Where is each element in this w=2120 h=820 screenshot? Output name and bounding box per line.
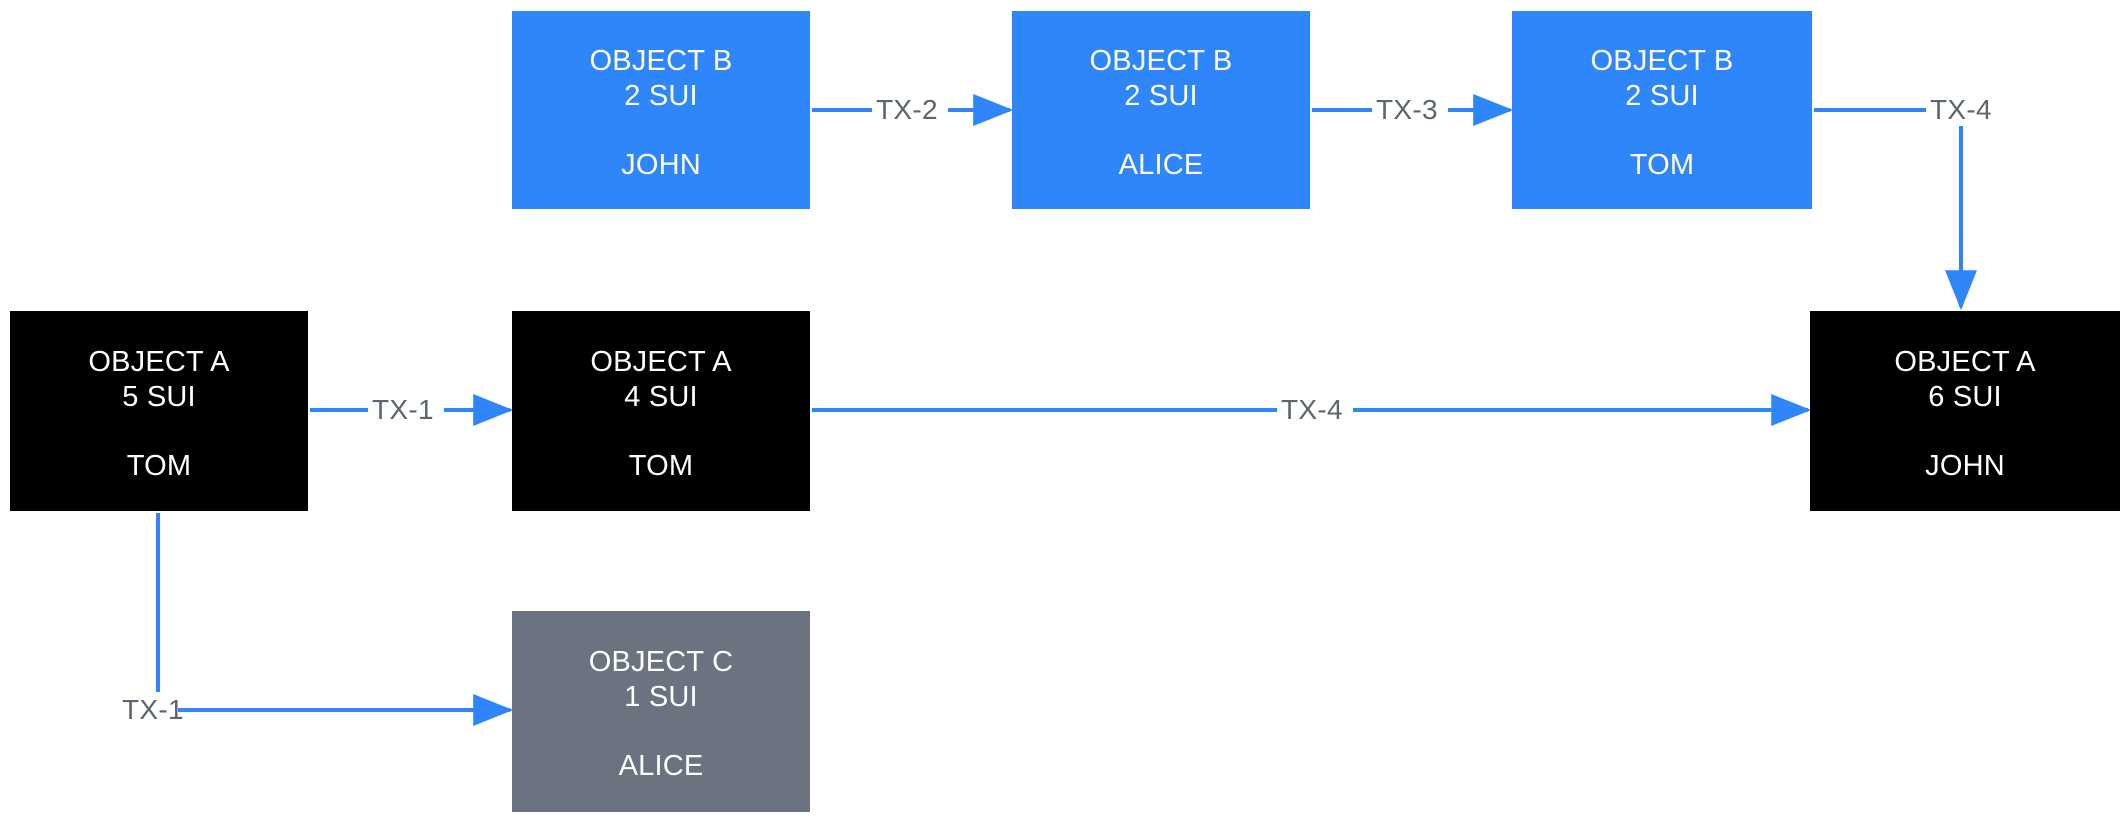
node-object-c-alice[interactable]: OBJECT C 1 SUI ALICE xyxy=(512,611,810,812)
node-amount-label: 4 SUI xyxy=(624,381,698,413)
node-owner-label: ALICE xyxy=(618,750,704,782)
node-object-label: OBJECT B xyxy=(589,45,733,77)
node-amount-label: 2 SUI xyxy=(624,80,698,112)
node-amount-label: 5 SUI xyxy=(122,381,196,413)
node-object-a-tom-5[interactable]: OBJECT A 5 SUI TOM xyxy=(10,311,308,511)
node-object-label: OBJECT A xyxy=(1894,346,2036,378)
node-amount-label: 6 SUI xyxy=(1928,381,2002,413)
node-amount-label: 2 SUI xyxy=(1124,80,1198,112)
node-owner-label: JOHN xyxy=(621,149,701,181)
node-object-b-alice[interactable]: OBJECT B 2 SUI ALICE xyxy=(1012,11,1310,209)
node-object-label: OBJECT B xyxy=(1089,45,1233,77)
node-object-b-john[interactable]: OBJECT B 2 SUI JOHN xyxy=(512,11,810,209)
edge-label-tx-4-top: TX-4 xyxy=(1930,94,1992,125)
node-object-label: OBJECT C xyxy=(588,646,734,678)
edge-label-tx-2: TX-2 xyxy=(876,94,938,125)
node-object-a-john-6[interactable]: OBJECT A 6 SUI JOHN xyxy=(1810,311,2120,511)
node-object-b-tom[interactable]: OBJECT B 2 SUI TOM xyxy=(1512,11,1812,209)
node-owner-label: ALICE xyxy=(1118,149,1204,181)
edge-label-tx-1-main: TX-1 xyxy=(372,394,434,425)
node-owner-label: JOHN xyxy=(1925,450,2005,482)
node-owner-label: TOM xyxy=(126,450,192,482)
edge-label-tx-4-mid: TX-4 xyxy=(1281,394,1343,425)
node-object-label: OBJECT A xyxy=(590,346,732,378)
node-amount-label: 1 SUI xyxy=(624,681,698,713)
node-object-a-tom-4[interactable]: OBJECT A 4 SUI TOM xyxy=(512,311,810,511)
node-owner-label: TOM xyxy=(628,450,694,482)
node-amount-label: 2 SUI xyxy=(1625,80,1699,112)
node-object-label: OBJECT A xyxy=(88,346,230,378)
edge-label-tx-3: TX-3 xyxy=(1376,94,1438,125)
node-owner-label: TOM xyxy=(1629,149,1695,181)
node-object-label: OBJECT B xyxy=(1590,45,1734,77)
edge-label-tx-1-split: TX-1 xyxy=(122,694,184,725)
